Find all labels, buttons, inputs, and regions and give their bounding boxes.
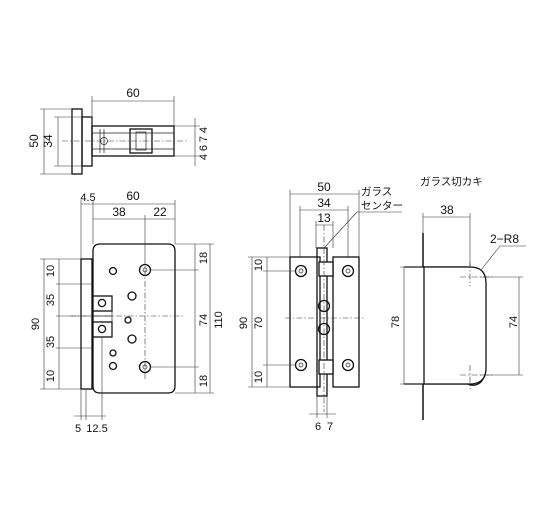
front-view-knuckle-bottom <box>92 321 113 338</box>
dim-front-left-10-top: 10 <box>45 265 57 277</box>
dim-side-left-10-bottom: 10 <box>253 371 265 383</box>
dim-top-4a: 4 <box>198 127 210 133</box>
dim-front-right-18-top: 18 <box>198 252 210 264</box>
front-view-body <box>92 243 176 394</box>
dim-side-50: 50 <box>317 180 331 194</box>
glass-center-label-line2: センター <box>361 200 403 212</box>
dim-top-34: 34 <box>41 134 55 148</box>
dim-front-bottom-5: 5 <box>75 423 81 435</box>
side-view-left-plate <box>289 256 321 388</box>
dim-side-left-10-top: 10 <box>253 259 265 271</box>
dim-front-left-90: 90 <box>30 318 42 330</box>
front-view-knuckle-top <box>92 295 113 312</box>
dim-top-6: 6 <box>198 145 210 151</box>
dim-front-left-35-top: 35 <box>45 294 57 306</box>
dim-notch-78: 78 <box>390 316 402 328</box>
front-view-plate <box>80 258 93 390</box>
dim-notch-38: 38 <box>440 203 454 217</box>
dim-front-right-110: 110 <box>213 311 225 329</box>
top-view-plate-step <box>81 116 93 167</box>
dim-side-left-70: 70 <box>253 317 265 329</box>
glass-center-label-line1: ガラス <box>361 186 392 198</box>
front-view: 4.5 60 38 22 10 35 90 35 10 18 74 110 18… <box>30 189 225 435</box>
top-view: 60 50 34 4 7 6 4 <box>27 86 210 175</box>
dim-front-right-74: 74 <box>198 314 210 326</box>
dim-side-bottom-7: 7 <box>327 421 333 433</box>
notch-cutout <box>423 266 487 385</box>
dim-front-left-10-bottom: 10 <box>45 370 57 382</box>
dim-front-bottom-12-5: 12.5 <box>86 423 107 435</box>
dim-front-22: 22 <box>153 205 167 219</box>
dim-side-34: 34 <box>317 196 331 210</box>
dim-top-60: 60 <box>126 86 140 100</box>
dim-side-bottom-6: 6 <box>315 421 321 433</box>
dim-top-4b: 4 <box>198 154 210 160</box>
notch-view: ガラス切カキ 38 2−R8 78 74 <box>390 176 526 420</box>
dim-front-60: 60 <box>126 189 140 203</box>
side-view: 50 34 13 ガラス センター 10 90 70 10 6 7 <box>238 180 403 433</box>
front-view-screws <box>108 263 152 374</box>
glass-notch-label: ガラス切カキ <box>420 176 483 188</box>
side-view-glass <box>316 247 328 397</box>
dim-front-right-18-bottom: 18 <box>198 375 210 387</box>
dim-top-7: 7 <box>198 136 210 142</box>
top-view-plate <box>71 108 83 175</box>
dim-notch-74: 74 <box>508 316 520 328</box>
dim-side-13: 13 <box>317 211 331 225</box>
dim-notch-radius: 2−R8 <box>490 232 519 246</box>
dim-side-left-90: 90 <box>238 317 250 329</box>
side-view-right-plate <box>332 256 360 388</box>
dim-top-50: 50 <box>27 134 41 148</box>
dim-front-38: 38 <box>112 205 126 219</box>
dim-front-left-35-bottom: 35 <box>45 336 57 348</box>
dim-front-4-5: 4.5 <box>80 192 95 204</box>
